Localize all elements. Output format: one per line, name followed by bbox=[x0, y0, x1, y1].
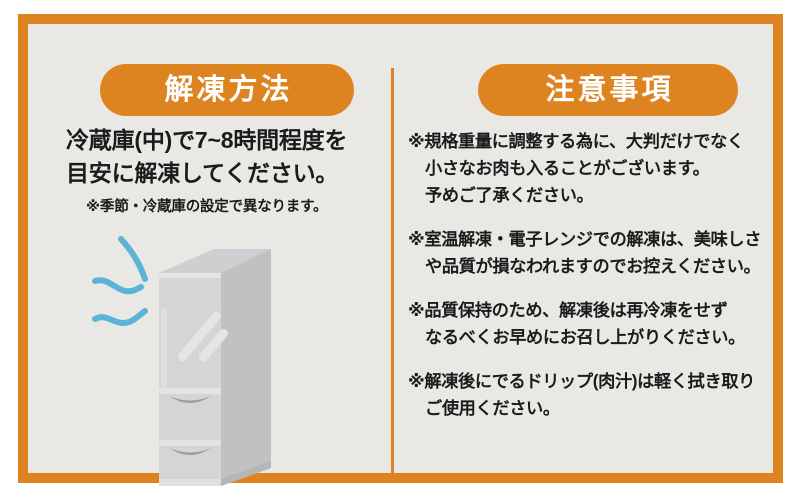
cool-air-lines-icon bbox=[92, 236, 148, 327]
fridge-gloss-highlights bbox=[177, 311, 228, 362]
thawing-lead-line-2: 目安に解凍してください。 bbox=[66, 159, 339, 186]
caution-item: ※解凍後にでるドリップ(肉汁)は軽く拭き取り ご使用ください。 bbox=[408, 371, 756, 418]
refrigerator-illustration bbox=[91, 233, 381, 497]
thawing-lead-line-1: 冷蔵庫(中)で7~8時間程度を bbox=[66, 127, 348, 153]
caution-item: ※品質保持のため、解凍後は再冷凍をせず なるべくお早めにお召し上がりください。 bbox=[408, 300, 745, 347]
fridge-top-face bbox=[159, 249, 271, 273]
left-panel-title-text: 解凍方法 bbox=[164, 73, 293, 106]
right-panel-title-badge: 注意事項 bbox=[478, 64, 738, 116]
fridge-middle-drawer-handle bbox=[169, 396, 211, 403]
refrigerator-svg bbox=[92, 236, 271, 486]
right-panel-body: ※規格重量に調整する為に、大判だけでなく 小さなお肉も入ることがございます。 予… bbox=[408, 128, 801, 422]
fridge-middle-drawer-edge bbox=[159, 440, 221, 446]
thawing-note: ※季節・冷蔵庫の設定で異なります。 bbox=[86, 199, 328, 216]
caution-item: ※規格重量に調整する為に、大判だけでなく 小さなお肉も入ることがございます。 予… bbox=[408, 131, 744, 205]
orange-frame-border: 解凍方法 冷蔵庫(中)で7~8時間程度を 目安に解凍してください。 ※季節・冷蔵… bbox=[18, 14, 783, 486]
fridge-bottom-drawer-handle bbox=[169, 448, 211, 455]
fridge-upper-door bbox=[159, 278, 221, 394]
fridge-door-left-strip bbox=[161, 308, 167, 394]
caution-item: ※室温解凍・電子レンジでの解凍は、美味しさ や品質が損なわれますのでお控えくださ… bbox=[408, 229, 762, 276]
left-panel-body: 冷蔵庫(中)で7~8時間程度を 目安に解凍してください。 ※季節・冷蔵庫の設定で… bbox=[56, 124, 386, 216]
right-panel-title-text: 注意事項 bbox=[545, 73, 674, 106]
fridge-base-strip bbox=[159, 479, 221, 486]
column-divider bbox=[391, 68, 394, 476]
fridge-upper-door-edge bbox=[159, 388, 221, 394]
poster-inner-area: 解凍方法 冷蔵庫(中)で7~8時間程度を 目安に解凍してください。 ※季節・冷蔵… bbox=[56, 48, 801, 497]
fridge-side-base bbox=[221, 461, 271, 486]
fridge-side-face bbox=[221, 249, 271, 486]
fridge-top-gap bbox=[159, 273, 221, 278]
left-panel-title-badge: 解凍方法 bbox=[100, 64, 354, 116]
